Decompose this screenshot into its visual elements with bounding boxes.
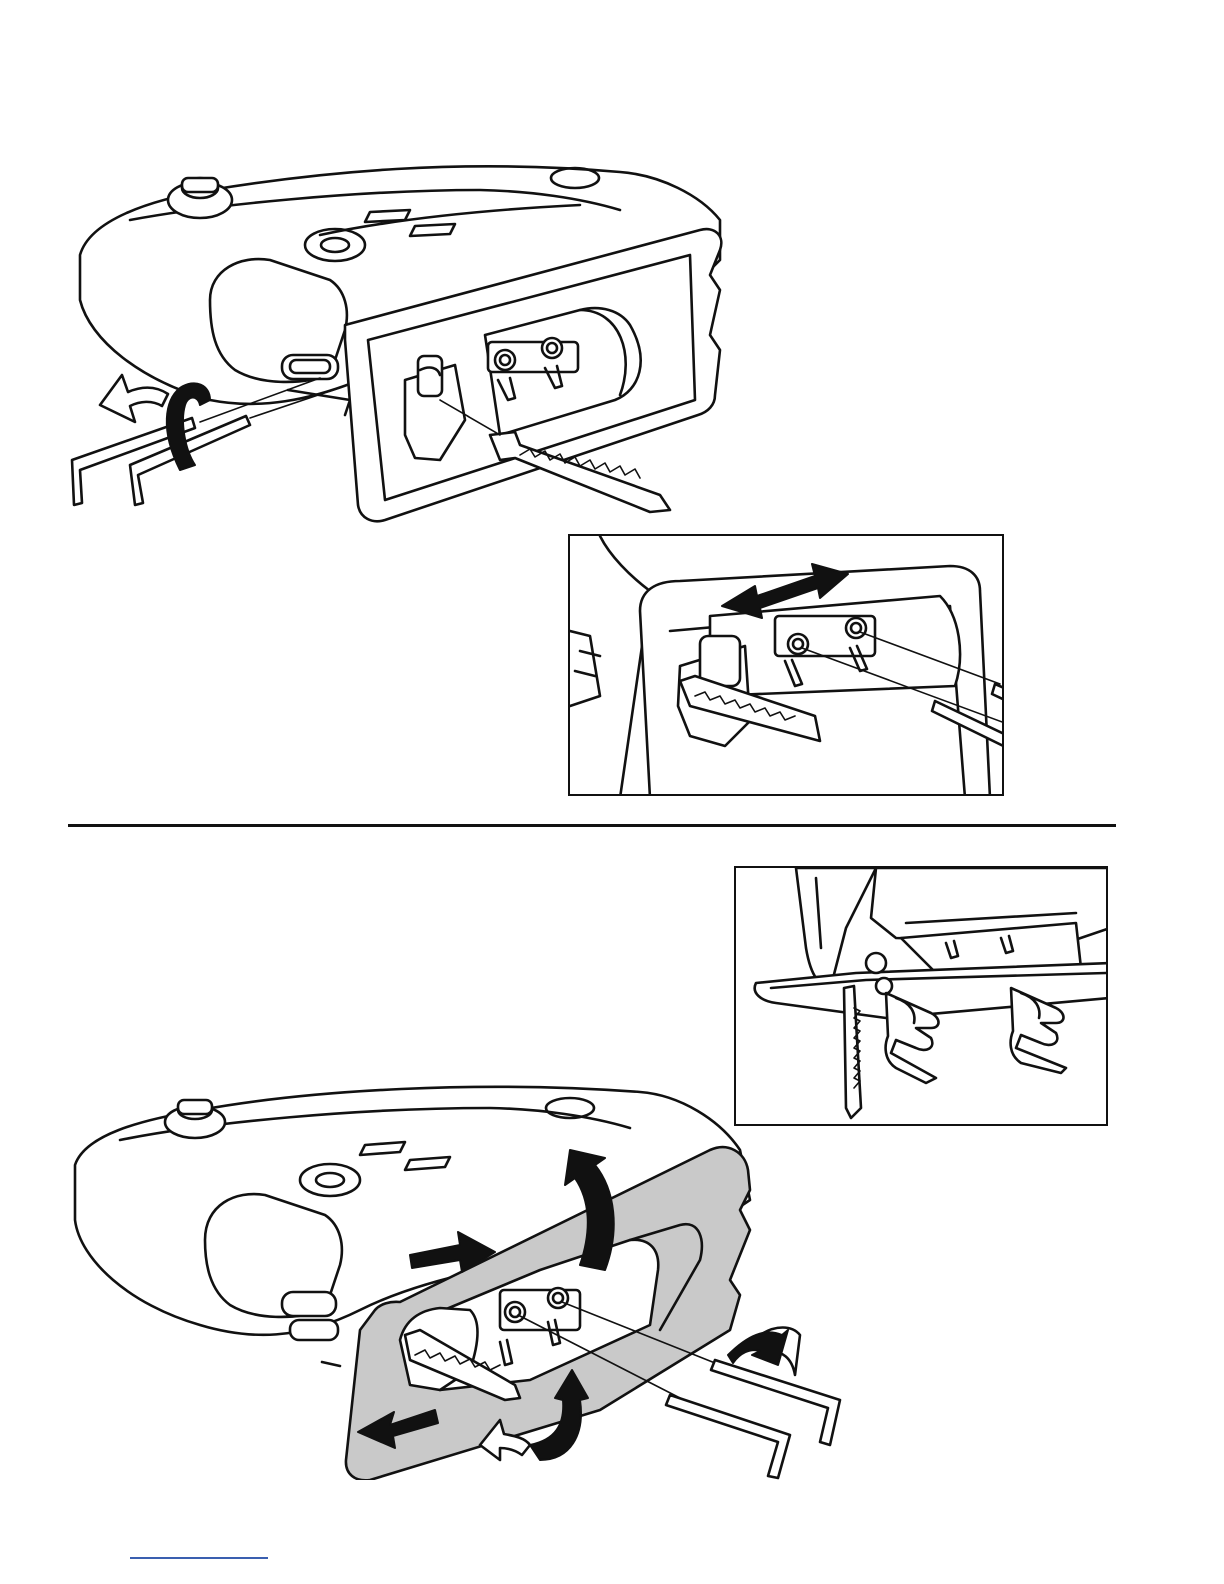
shoe-lock-slot-icon [282, 1292, 340, 1366]
blade-clamp-inset [568, 534, 1004, 796]
section-divider [68, 824, 1116, 827]
power-button-icon [168, 178, 232, 218]
shoe-bevel-adjustment-figure [60, 1080, 860, 1480]
footer-rule [130, 1557, 268, 1559]
blade-installation-overview-figure [60, 160, 740, 540]
power-button-icon [165, 1100, 225, 1138]
